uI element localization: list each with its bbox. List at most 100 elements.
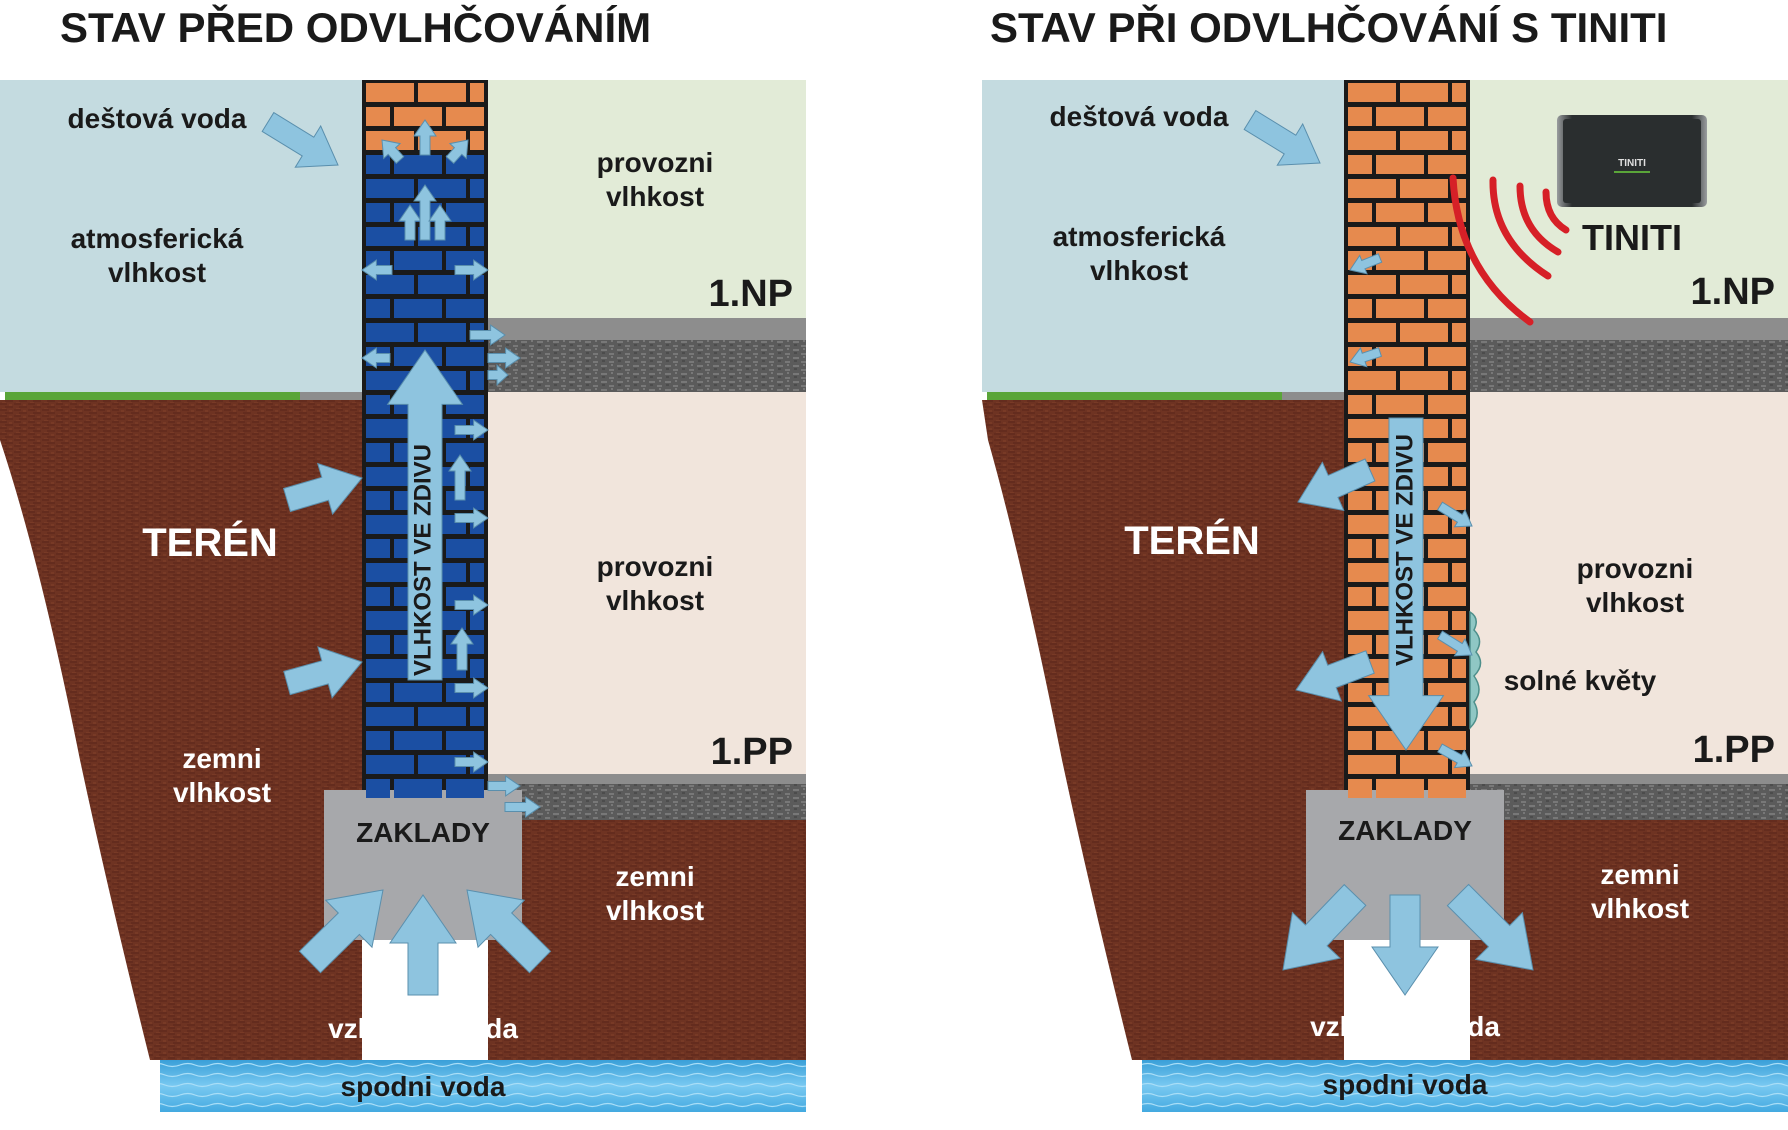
brick bbox=[446, 203, 484, 222]
brick bbox=[366, 683, 390, 702]
brick bbox=[1428, 539, 1466, 558]
left-lower-room bbox=[488, 392, 806, 774]
right-ground-water-label: spodni voda bbox=[1323, 1069, 1488, 1100]
rising-arrow-icon bbox=[298, 889, 384, 974]
brick bbox=[1348, 395, 1372, 414]
left-terrain-label: TERÉN bbox=[142, 520, 278, 565]
brick bbox=[1348, 83, 1396, 102]
brick bbox=[1348, 107, 1372, 126]
moisture-arrow-icon bbox=[381, 139, 405, 165]
brick bbox=[470, 371, 484, 390]
drying-arrow-icon bbox=[1349, 347, 1383, 368]
right-soil-right bbox=[1470, 820, 1788, 1060]
right-floor-pp bbox=[1470, 774, 1788, 784]
brick bbox=[366, 779, 390, 798]
left-floor-pp-label: 1.PP bbox=[711, 731, 793, 773]
left-floor-pp bbox=[488, 774, 806, 784]
right-atmo-label-2: vlhkost bbox=[1090, 255, 1188, 286]
brick bbox=[1348, 131, 1396, 150]
brick bbox=[394, 107, 442, 126]
brick bbox=[1452, 371, 1466, 390]
brick bbox=[1348, 635, 1372, 654]
right-slab-np bbox=[1470, 340, 1788, 392]
moisture-arrow-icon bbox=[469, 324, 506, 346]
soil-arrow-icon bbox=[283, 646, 363, 699]
moisture-arrow-icon bbox=[454, 259, 489, 281]
left-lower-room-label-2: vlhkost bbox=[606, 585, 704, 616]
left-atmo-label-2: vlhkost bbox=[108, 257, 206, 288]
brick bbox=[1428, 347, 1466, 366]
brick bbox=[366, 635, 390, 654]
brick bbox=[446, 779, 484, 798]
brick bbox=[470, 563, 484, 582]
wall-drying-arrow-icon bbox=[1367, 417, 1445, 751]
rain-arrow-icon bbox=[1243, 109, 1321, 166]
brick bbox=[470, 227, 484, 246]
right-rising-label: vzlinajici voda bbox=[1310, 1011, 1500, 1042]
brick bbox=[1400, 131, 1448, 150]
brick bbox=[1428, 491, 1466, 510]
brick bbox=[470, 131, 484, 150]
brick bbox=[394, 299, 442, 318]
arrows-layer bbox=[261, 109, 1534, 996]
brick bbox=[366, 203, 390, 222]
moisture-arrow-icon bbox=[361, 259, 393, 281]
brick bbox=[1348, 755, 1396, 774]
brick bbox=[1428, 779, 1466, 798]
brick bbox=[1376, 779, 1424, 798]
rain-arrow-icon bbox=[261, 111, 339, 168]
left-atmo-label-1: atmosferická bbox=[71, 223, 244, 254]
left-upper-room-label-2: vlhkost bbox=[606, 181, 704, 212]
brick bbox=[366, 707, 414, 726]
brick bbox=[1348, 419, 1396, 438]
moisture-arrow-icon bbox=[413, 184, 437, 241]
brick bbox=[1400, 275, 1448, 294]
wall-moisture-arrow-icon bbox=[386, 349, 464, 681]
brick bbox=[1348, 275, 1396, 294]
left-panel: STAV PŘED ODVLHČOVÁNÍM deštová voda atmo… bbox=[0, 3, 806, 1112]
brick bbox=[366, 539, 390, 558]
left-foundation-label: ZAKLADY bbox=[356, 817, 490, 848]
left-soil-right-label-1: zemni bbox=[615, 861, 694, 892]
left-grass bbox=[5, 392, 300, 400]
brick bbox=[366, 467, 414, 486]
drying-down-arrow-icon bbox=[1371, 894, 1439, 996]
brick bbox=[1348, 515, 1396, 534]
moisture-arrow-icon bbox=[454, 751, 489, 773]
right-floor-np-label: 1.NP bbox=[1691, 271, 1775, 313]
moisture-arrow-icon bbox=[487, 775, 521, 797]
brick bbox=[1376, 203, 1424, 222]
brick bbox=[470, 659, 484, 678]
signal-waves-icon bbox=[1449, 174, 1570, 326]
brick bbox=[394, 779, 442, 798]
brick bbox=[1376, 107, 1424, 126]
right-lower-room-label-1: provozni bbox=[1577, 553, 1694, 584]
left-soil-label-1: zemni bbox=[182, 743, 261, 774]
tiniti-device: TINITI bbox=[1557, 115, 1707, 207]
brick bbox=[366, 179, 414, 198]
right-floor-np bbox=[1470, 318, 1788, 340]
brick bbox=[1452, 419, 1466, 438]
moisture-arrow-icon bbox=[450, 627, 474, 671]
left-soil-right-label-2: vlhkost bbox=[606, 895, 704, 926]
left-wall-moisture-label: VLHKOST VE ZDIVU bbox=[409, 444, 436, 676]
left-slab-pp bbox=[488, 784, 806, 820]
brick bbox=[1348, 371, 1396, 390]
moisture-arrow-icon bbox=[487, 347, 521, 369]
left-floor-np bbox=[488, 318, 806, 340]
right-atmo-label-1: atmosferická bbox=[1053, 221, 1226, 252]
moisture-arrow-icon bbox=[428, 204, 452, 241]
brick bbox=[1428, 443, 1466, 462]
right-wall-moisture-label: VLHKOST VE ZDIVU bbox=[1391, 434, 1418, 666]
brick bbox=[418, 83, 466, 102]
brick bbox=[470, 467, 484, 486]
moisture-arrow-icon bbox=[454, 594, 489, 616]
left-upper-room bbox=[488, 80, 806, 318]
brick bbox=[366, 323, 414, 342]
moisture-arrow-icon bbox=[361, 347, 391, 369]
brick bbox=[1452, 659, 1466, 678]
brick bbox=[394, 251, 442, 270]
brick bbox=[366, 419, 414, 438]
brick bbox=[366, 395, 390, 414]
